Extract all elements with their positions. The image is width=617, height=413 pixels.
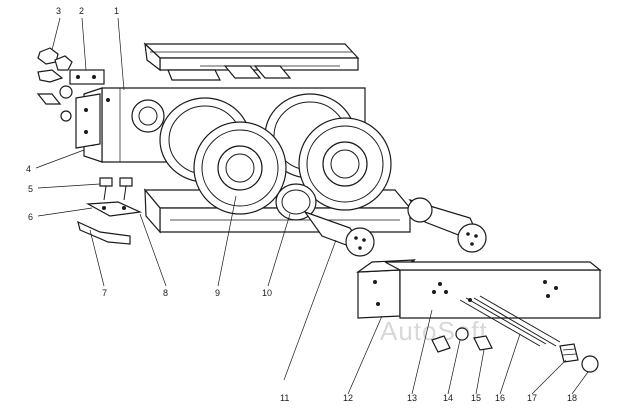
plate-part-2: [69, 69, 105, 85]
callout-9: 9: [215, 288, 220, 298]
callout-17: 17: [527, 393, 537, 403]
nut-part-14: [431, 327, 469, 353]
washer-plate-6: [85, 201, 143, 217]
callout-16: 16: [495, 393, 505, 403]
clip-part-7: [77, 220, 131, 245]
callout-12: 12: [343, 393, 353, 403]
long-screw-16: [459, 295, 561, 347]
side-plate-4: [75, 93, 101, 149]
callout-13: 13: [407, 393, 417, 403]
axle-right: [407, 197, 487, 253]
cap-nut-18: [581, 355, 599, 373]
callout-labels: 3 2 1 4 5 6 7 8 9 10 11 12 13 14 15 16 1…: [26, 6, 577, 403]
axle-left: [303, 210, 375, 257]
callout-11: 11: [280, 393, 289, 403]
nut-part-3: [36, 47, 73, 122]
bolts-part-5: [99, 177, 133, 201]
callout-3: 3: [56, 6, 61, 16]
upper-rail: [143, 42, 360, 81]
threaded-stud-17: [559, 343, 579, 363]
callout-2: 2: [79, 6, 84, 16]
callout-5: 5: [28, 184, 33, 194]
front-roller-right: [298, 117, 392, 211]
callout-15: 15: [471, 393, 481, 403]
callout-1: 1: [114, 6, 119, 16]
seal-ring: [275, 183, 317, 221]
callout-18: 18: [567, 393, 577, 403]
leader-lines: [35, 17, 589, 395]
callout-14: 14: [443, 393, 453, 403]
callout-6: 6: [28, 212, 33, 222]
callout-4: 4: [26, 164, 31, 174]
bolt-part-15: [473, 335, 493, 351]
callout-7: 7: [102, 288, 107, 298]
callout-10: 10: [262, 288, 272, 298]
callout-8: 8: [163, 288, 168, 298]
front-roller-left: [193, 121, 287, 215]
long-bar-13: [384, 261, 602, 319]
